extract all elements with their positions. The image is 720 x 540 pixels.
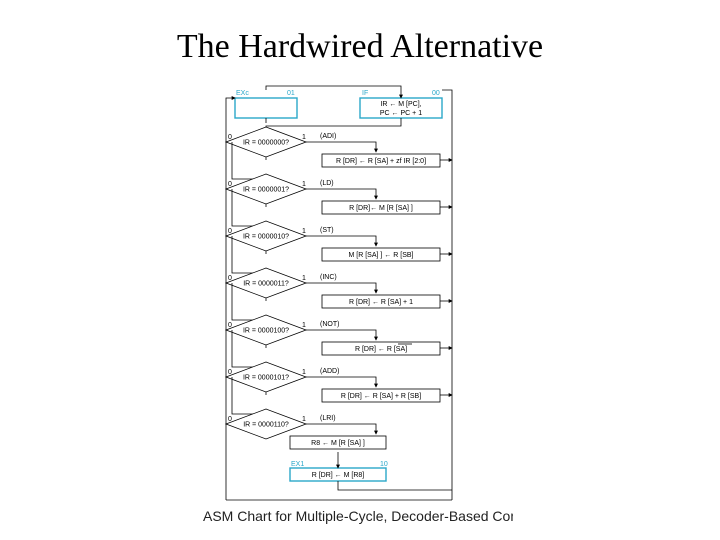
chart-caption: ASM Chart for Multiple-Cycle, Decoder-Ba… bbox=[203, 508, 513, 524]
branch-row: IR = 0000101? 0 1 (ADD) R [DR] ← R [SA] + R … bbox=[224, 361, 453, 415]
branch-row: IR = 0000011? 0 1 (INC) R [DR] ← R [SA] + 1 bbox=[224, 267, 453, 321]
action-text: R8 ← M [R [SA] ] bbox=[311, 440, 365, 447]
if-to-decision-connector bbox=[265, 118, 402, 130]
action-box bbox=[321, 294, 441, 309]
ex1-action: R [DR] ← M [R8] bbox=[312, 472, 365, 479]
action-box bbox=[321, 341, 441, 356]
opcode-label: (ADI) bbox=[320, 133, 336, 140]
zero-label: 0 bbox=[228, 181, 232, 188]
zero-label: 0 bbox=[228, 369, 232, 376]
one-label: 1 bbox=[302, 228, 306, 235]
opcode-label: (LRI) bbox=[320, 415, 336, 422]
exc-state-box bbox=[234, 97, 298, 119]
return-bus-right bbox=[442, 89, 453, 500]
exc-to-if-connector bbox=[265, 85, 401, 123]
one-label: 1 bbox=[302, 181, 306, 188]
zero-label: 0 bbox=[228, 275, 232, 282]
exc-state-label: EXc bbox=[236, 90, 249, 97]
branch-row: IR = 0000010? 0 1 (ST) M [R [SA] ] ← R [SB] bbox=[224, 220, 453, 274]
action-text: R [DR] ← R [SA] + 1 bbox=[349, 299, 413, 306]
if-state-label: IF bbox=[362, 90, 368, 97]
if-action-line2: PC ← PC + 1 bbox=[380, 110, 422, 117]
ex1-state-code: 10 bbox=[380, 461, 388, 468]
ex1-to-bus-connector bbox=[337, 481, 452, 491]
exc-state-code: 01 bbox=[287, 90, 295, 97]
if-action-line1: IR ← M [PC], bbox=[380, 101, 421, 108]
if-state-code: 00 bbox=[432, 90, 440, 97]
action-text: M [R [SA] ] ← R [SB] bbox=[349, 252, 414, 259]
decision-test: IR = 0000000? bbox=[243, 140, 289, 147]
action-text: R [DR] ← R [SA] + zf IR [2:0] bbox=[336, 158, 426, 165]
action-box bbox=[321, 153, 441, 168]
decision-test: IR = 0000010? bbox=[243, 234, 289, 241]
zero-label: 0 bbox=[228, 416, 232, 423]
decision-test: IR = 0000001? bbox=[243, 187, 289, 194]
zero-label: 0 bbox=[228, 228, 232, 235]
action-box bbox=[321, 388, 441, 403]
one-label: 1 bbox=[302, 275, 306, 282]
zero-label: 0 bbox=[228, 322, 232, 329]
branch-row: IR = 0000110? 0 1 (LRI) R8 ← M [R [SA] ] bbox=[224, 408, 387, 450]
opcode-label: (INC) bbox=[320, 274, 337, 281]
decision-test: IR = 0000011? bbox=[243, 281, 289, 288]
branch-row: IR = 0000000? 0 1 (ADI) R [DR] ← R [SA] + zf… bbox=[224, 126, 453, 180]
decision-test: IR = 0000100? bbox=[243, 328, 289, 335]
action-box bbox=[289, 435, 387, 450]
opcode-label: (ST) bbox=[320, 227, 334, 234]
decision-test: IR = 0000101? bbox=[243, 375, 289, 382]
one-label: 1 bbox=[302, 322, 306, 329]
one-label: 1 bbox=[302, 134, 306, 141]
zero-label: 0 bbox=[228, 134, 232, 141]
branch-row: IR = 0000001? 0 1 (LD) R [DR]← M [R [SA] ] bbox=[224, 173, 453, 227]
return-bus-left bbox=[225, 96, 236, 500]
action-text: R [DR] ← R [SA] + R [SB] bbox=[341, 393, 421, 400]
action-box bbox=[321, 247, 441, 262]
decision-test: IR = 0000110? bbox=[243, 422, 289, 429]
one-label: 1 bbox=[302, 369, 306, 376]
action-text: R [DR]← M [R [SA] ] bbox=[349, 205, 413, 212]
action-text: R [DR] ← R [SA] bbox=[355, 346, 407, 353]
opcode-label: (NOT) bbox=[320, 321, 339, 328]
action-box bbox=[321, 200, 441, 215]
branch-row: IR = 0000100? 0 1 (NOT) R [DR] ← R [SA] bbox=[224, 314, 453, 368]
opcode-label: (LD) bbox=[320, 180, 334, 187]
slide-title: The Hardwired Alternative bbox=[176, 28, 544, 65]
one-label: 1 bbox=[302, 416, 306, 423]
ex1-state-label: EX1 bbox=[291, 461, 304, 468]
opcode-label: (ADD) bbox=[320, 368, 339, 375]
